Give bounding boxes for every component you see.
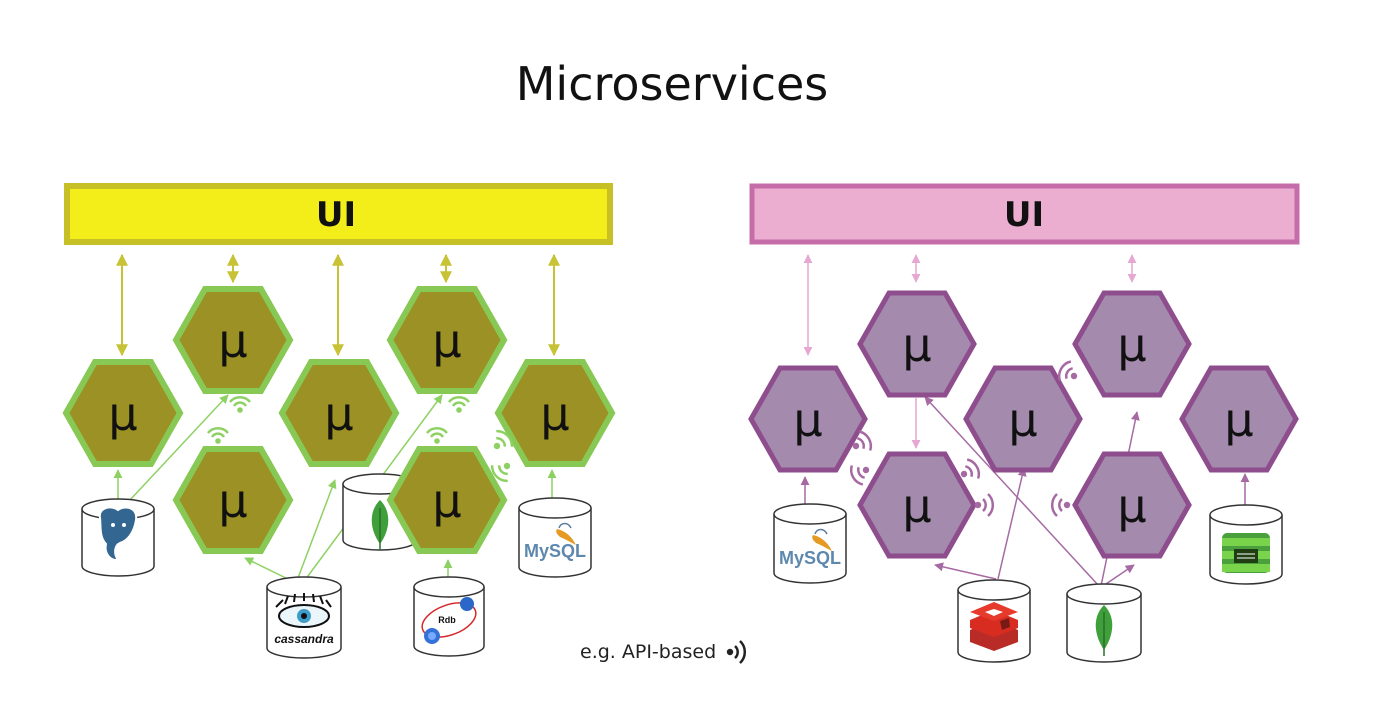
svg-text:μ: μ [1008,393,1037,447]
svg-text:μ: μ [1117,318,1146,372]
left-microservice-1: μ [62,359,184,467]
right-ui-bar [749,183,1300,245]
svg-text:μ: μ [218,314,247,368]
right-db-redis [957,579,1031,663]
wifi-signal-icon [493,429,514,450]
api-signal-icon [852,430,873,451]
mongodb-leaf-icon [1095,605,1113,656]
api-signal-icon [1057,360,1078,381]
left-db-rdb: Rdb [413,576,485,657]
left-db-mysql: MySQL [518,497,592,578]
left-db-arrow-postgres-diag [129,394,229,501]
mysql-dolphin-icon [812,528,832,551]
wifi-signal-icon [207,427,229,444]
api-signal-icon [1050,493,1071,517]
svg-text:μ: μ [793,393,822,447]
api-caption: e.g. API-based [580,640,747,664]
right-panel: UI μ μ μ μ μ [748,183,1300,663]
left-db-arrow-cassandra-a [244,557,291,581]
mysql-label: MySQL [779,548,841,568]
svg-text:μ: μ [218,474,247,528]
right-microservice-3: μ [963,365,1083,473]
svg-text:μ: μ [540,387,569,441]
svg-text:μ: μ [1117,479,1146,533]
right-microservice-7: μ [1072,451,1192,559]
left-microservice-5: μ [494,359,616,467]
right-relation-arrow-5 [924,396,1100,587]
svg-text:μ: μ [432,474,461,528]
api-signal-icon [726,640,747,664]
cassandra-eye-icon [275,593,332,628]
svg-text:μ: μ [108,387,137,441]
caption-text: e.g. API-based [580,641,716,663]
spreadsheet-db-icon [1222,533,1270,573]
rdb-label: Rdb [438,615,456,625]
page-title: Microservices [516,57,829,111]
right-relation-arrow-4 [997,467,1027,580]
left-microservice-6: μ [172,446,294,554]
left-microservice-2: μ [172,286,294,394]
left-microservice-3: μ [278,359,400,467]
right-db-mysql: MySQL [773,503,847,584]
left-microservice-4: μ [386,286,508,394]
postgresql-elephant-icon [98,506,138,562]
svg-text:μ: μ [902,479,931,533]
left-db-postgresql [81,498,155,577]
mysql-label: MySQL [524,541,586,561]
left-db-arrow-cassandra-b [297,479,337,579]
right-microservice-5: μ [1179,365,1299,473]
wifi-signal-icon [229,396,251,413]
redis-icon [970,602,1018,651]
left-panel: UI μ μ μ μ μ [62,183,616,659]
mysql-dolphin-icon [556,522,576,545]
right-ui-label: UI [1004,195,1044,235]
right-db-spreadsheet [1209,504,1283,585]
left-ui-label: UI [316,195,356,235]
svg-text:μ: μ [1224,393,1253,447]
right-db-mongodb [1066,583,1142,663]
right-microservice-4: μ [1072,290,1192,398]
svg-text:μ: μ [324,387,353,441]
svg-text:μ: μ [902,318,931,372]
left-ui-bar [64,183,613,245]
mongodb-leaf-icon [371,500,389,550]
svg-text:μ: μ [432,314,461,368]
api-signal-icon [974,493,995,517]
wifi-signal-icon [448,396,470,413]
right-relation-arrow-3 [934,562,997,580]
api-signal-icon [960,458,981,479]
rdb-icon [421,597,477,644]
api-signal-icon [849,465,870,486]
cassandra-label: cassandra [274,632,334,646]
left-db-cassandra: cassandra [266,576,342,659]
left-microservice-7: μ [386,446,508,554]
right-microservice-1: μ [748,365,868,473]
wifi-signal-icon [426,427,448,444]
right-microservice-2: μ [857,290,977,398]
right-relation-arrow-7 [1102,564,1135,587]
right-microservice-6: μ [857,451,977,559]
